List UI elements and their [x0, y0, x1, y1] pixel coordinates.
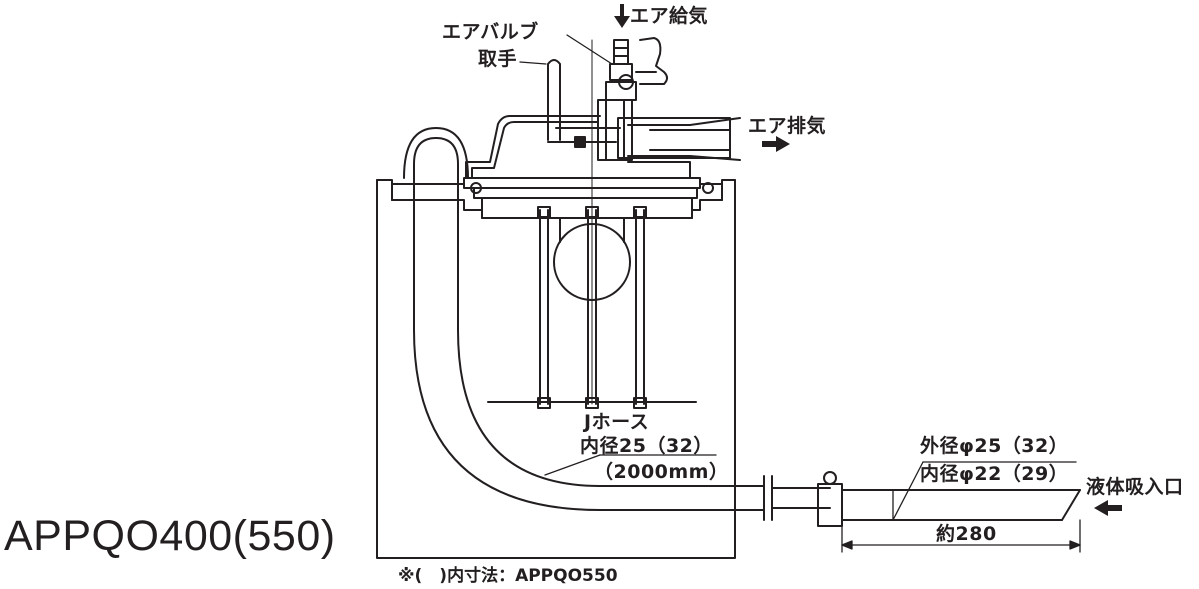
handle-label: 取手	[478, 48, 518, 70]
liquid-inlet-label: 液体吸入口	[1086, 476, 1184, 498]
j-hose-label: Jホース	[584, 411, 650, 433]
j-hose-inner-label: 内径25（32）	[580, 435, 713, 457]
dimension-lines	[544, 454, 1081, 553]
leader-lines	[519, 34, 613, 65]
air-supply-label: エア給気	[630, 5, 709, 27]
j-hose	[403, 127, 765, 511]
length-label: 約280	[936, 523, 997, 545]
inner-diameter-label: 内径φ22（29）	[920, 463, 1069, 485]
float-assembly	[487, 39, 697, 409]
model-name: APPQO400(550)	[4, 512, 336, 560]
air-valve-label: エアバルブ	[442, 21, 539, 43]
tank-outline	[376, 179, 736, 559]
handle	[547, 59, 561, 141]
tank-lid	[391, 177, 723, 219]
suction-pipe	[763, 471, 1081, 527]
j-hose-length-label: （2000mm）	[594, 461, 729, 483]
pump-housing	[465, 99, 741, 179]
arrows	[614, 4, 1122, 516]
footnote: ※( )内寸法：APPQO550	[398, 566, 618, 586]
air-exhaust-label: エア排気	[748, 115, 827, 137]
air-valve	[605, 37, 668, 101]
outer-diameter-label: 外径φ25（32）	[920, 435, 1069, 457]
